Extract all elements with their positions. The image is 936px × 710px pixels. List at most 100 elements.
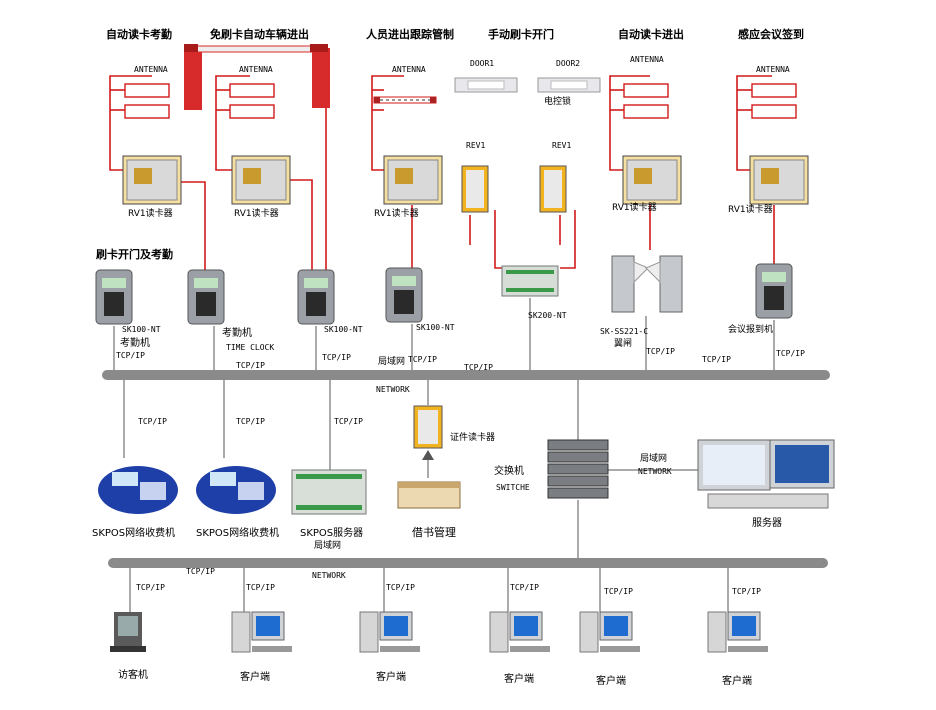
- pos-server-label: SKPOS服务器: [300, 526, 363, 539]
- meeting-label: 会议报到机: [728, 323, 773, 335]
- barrier-gate-right-icon: [310, 44, 330, 108]
- keypad-terminal-icon: [187, 269, 225, 325]
- antenna-label: ANTENNA: [134, 65, 168, 74]
- client-label: 客户端: [722, 674, 752, 687]
- labels: 自动读卡考勤 免刷卡自动车辆进出 人员进出跟踪管制 手动刷卡开门 自动读卡进出 …: [92, 27, 805, 687]
- protocol-label: TCP/IP: [322, 353, 351, 362]
- server-label: 服务器: [752, 516, 782, 529]
- lan-label: 局域网: [378, 355, 405, 367]
- pos-label: SKPOS网络收费机: [196, 526, 279, 539]
- client-computer-icon: [707, 611, 768, 653]
- antenna-label: ANTENNA: [756, 65, 790, 74]
- skpos-server-board-icon: [291, 469, 367, 515]
- barrier-gate-left-icon: [184, 44, 313, 110]
- network-label: NETWORK: [638, 467, 672, 476]
- protocol-label: TCP/IP: [246, 583, 275, 592]
- client-computer-icon: [359, 611, 420, 653]
- keypad-terminal-icon: [297, 269, 335, 325]
- keypad-terminal-icon: [755, 263, 793, 319]
- pos-terminal-icon: [196, 466, 276, 514]
- antenna-strip: [373, 96, 437, 104]
- lock-label: 电控锁: [544, 95, 571, 107]
- antenna-label: ANTENNA: [630, 55, 664, 64]
- door-label: DOOR1: [470, 59, 494, 68]
- network-switch-icon: [547, 439, 609, 499]
- time-clock-label: TIME CLOCK: [226, 343, 274, 352]
- attendance-label: 考勤机: [222, 326, 252, 339]
- sk100-label: SK100-NT: [324, 325, 363, 334]
- section-title: 自动读卡考勤: [106, 27, 172, 41]
- controller-box-icon: [622, 155, 682, 205]
- switch-label: 交换机: [494, 464, 524, 477]
- client-network-bus: [108, 558, 828, 568]
- client-label: 客户端: [596, 674, 626, 687]
- section-title: 感应会议签到: [738, 27, 804, 41]
- client-label: 客户端: [504, 672, 534, 685]
- rev1-label: REV1: [466, 141, 485, 150]
- protocol-label: TCP/IP: [408, 355, 437, 364]
- sk200-controller-icon: [501, 265, 559, 297]
- network-label: NETWORK: [312, 571, 346, 580]
- protocol-label: TCP/IP: [136, 583, 165, 592]
- turnstile-model-label: SK-SS221-C: [600, 327, 648, 336]
- keypad-terminal-icon: [385, 267, 423, 323]
- section-title: 自动读卡进出: [618, 27, 684, 41]
- lan-label: 局域网: [314, 539, 341, 551]
- server-computer-icon: [697, 439, 835, 509]
- rev1-reader-icon: [539, 165, 567, 213]
- rv1-label: RV1读卡器: [234, 207, 279, 219]
- door-label: DOOR2: [556, 59, 580, 68]
- visitor-kiosk-icon: [110, 612, 146, 652]
- section-title: 刷卡开门及考勤: [96, 247, 173, 261]
- sk200-label: SK200-NT: [528, 311, 567, 320]
- protocol-label: TCP/IP: [186, 567, 215, 576]
- book-icon: [397, 481, 461, 509]
- protocol-label: TCP/IP: [386, 583, 415, 592]
- controller-box-icon: [383, 155, 443, 205]
- network-cables: [113, 298, 775, 612]
- id-card-reader-icon: [413, 405, 443, 449]
- antenna-label: ANTENNA: [239, 65, 273, 74]
- protocol-label: TCP/IP: [138, 417, 167, 426]
- protocol-label: TCP/IP: [604, 587, 633, 596]
- sk100-label: SK100-NT: [416, 323, 455, 332]
- protocol-label: TCP/IP: [646, 347, 675, 356]
- antenna-boxes: [124, 83, 797, 119]
- pos-terminal-icon: [98, 466, 178, 514]
- client-label: 客户端: [376, 670, 406, 683]
- protocol-label: TCP/IP: [116, 351, 145, 360]
- turnstile-icon: [611, 255, 683, 313]
- protocol-label: TCP/IP: [334, 417, 363, 426]
- section-title: 免刷卡自动车辆进出: [210, 27, 309, 41]
- protocol-label: TCP/IP: [732, 587, 761, 596]
- door1-lock-icon: [454, 77, 518, 93]
- section-title: 人员进出跟踪管制: [366, 27, 454, 41]
- controller-box-icon: [231, 155, 291, 205]
- main-network-bus: [102, 370, 830, 380]
- antenna-label: ANTENNA: [392, 65, 426, 74]
- network-label: NETWORK: [376, 385, 410, 394]
- protocol-label: TCP/IP: [464, 363, 493, 372]
- attendance-label: 考勤机: [120, 336, 150, 349]
- protocol-label: TCP/IP: [236, 417, 265, 426]
- rv1-label: RV1读卡器: [728, 203, 773, 215]
- sk100-label: SK100-NT: [122, 325, 161, 334]
- protocol-label: TCP/IP: [236, 361, 265, 370]
- client-label: 客户端: [240, 670, 270, 683]
- wing-gate-label: 翼闸: [614, 338, 632, 349]
- rv1-label: RV1读卡器: [374, 207, 419, 219]
- book-label: 借书管理: [412, 525, 456, 539]
- section-title: 手动刷卡开门: [488, 27, 554, 41]
- visitor-label: 访客机: [118, 668, 148, 681]
- rv1-label: RV1读卡器: [612, 201, 657, 213]
- rev1-label: REV1: [552, 141, 571, 150]
- protocol-label: TCP/IP: [702, 355, 731, 364]
- door2-lock-icon: [537, 77, 601, 93]
- client-computer-icon: [489, 611, 550, 653]
- protocol-label: TCP/IP: [776, 349, 805, 358]
- keypad-terminal-icon: [95, 269, 133, 325]
- controller-box-icon: [749, 155, 809, 205]
- switch-label-en: SWITCHE: [496, 483, 530, 492]
